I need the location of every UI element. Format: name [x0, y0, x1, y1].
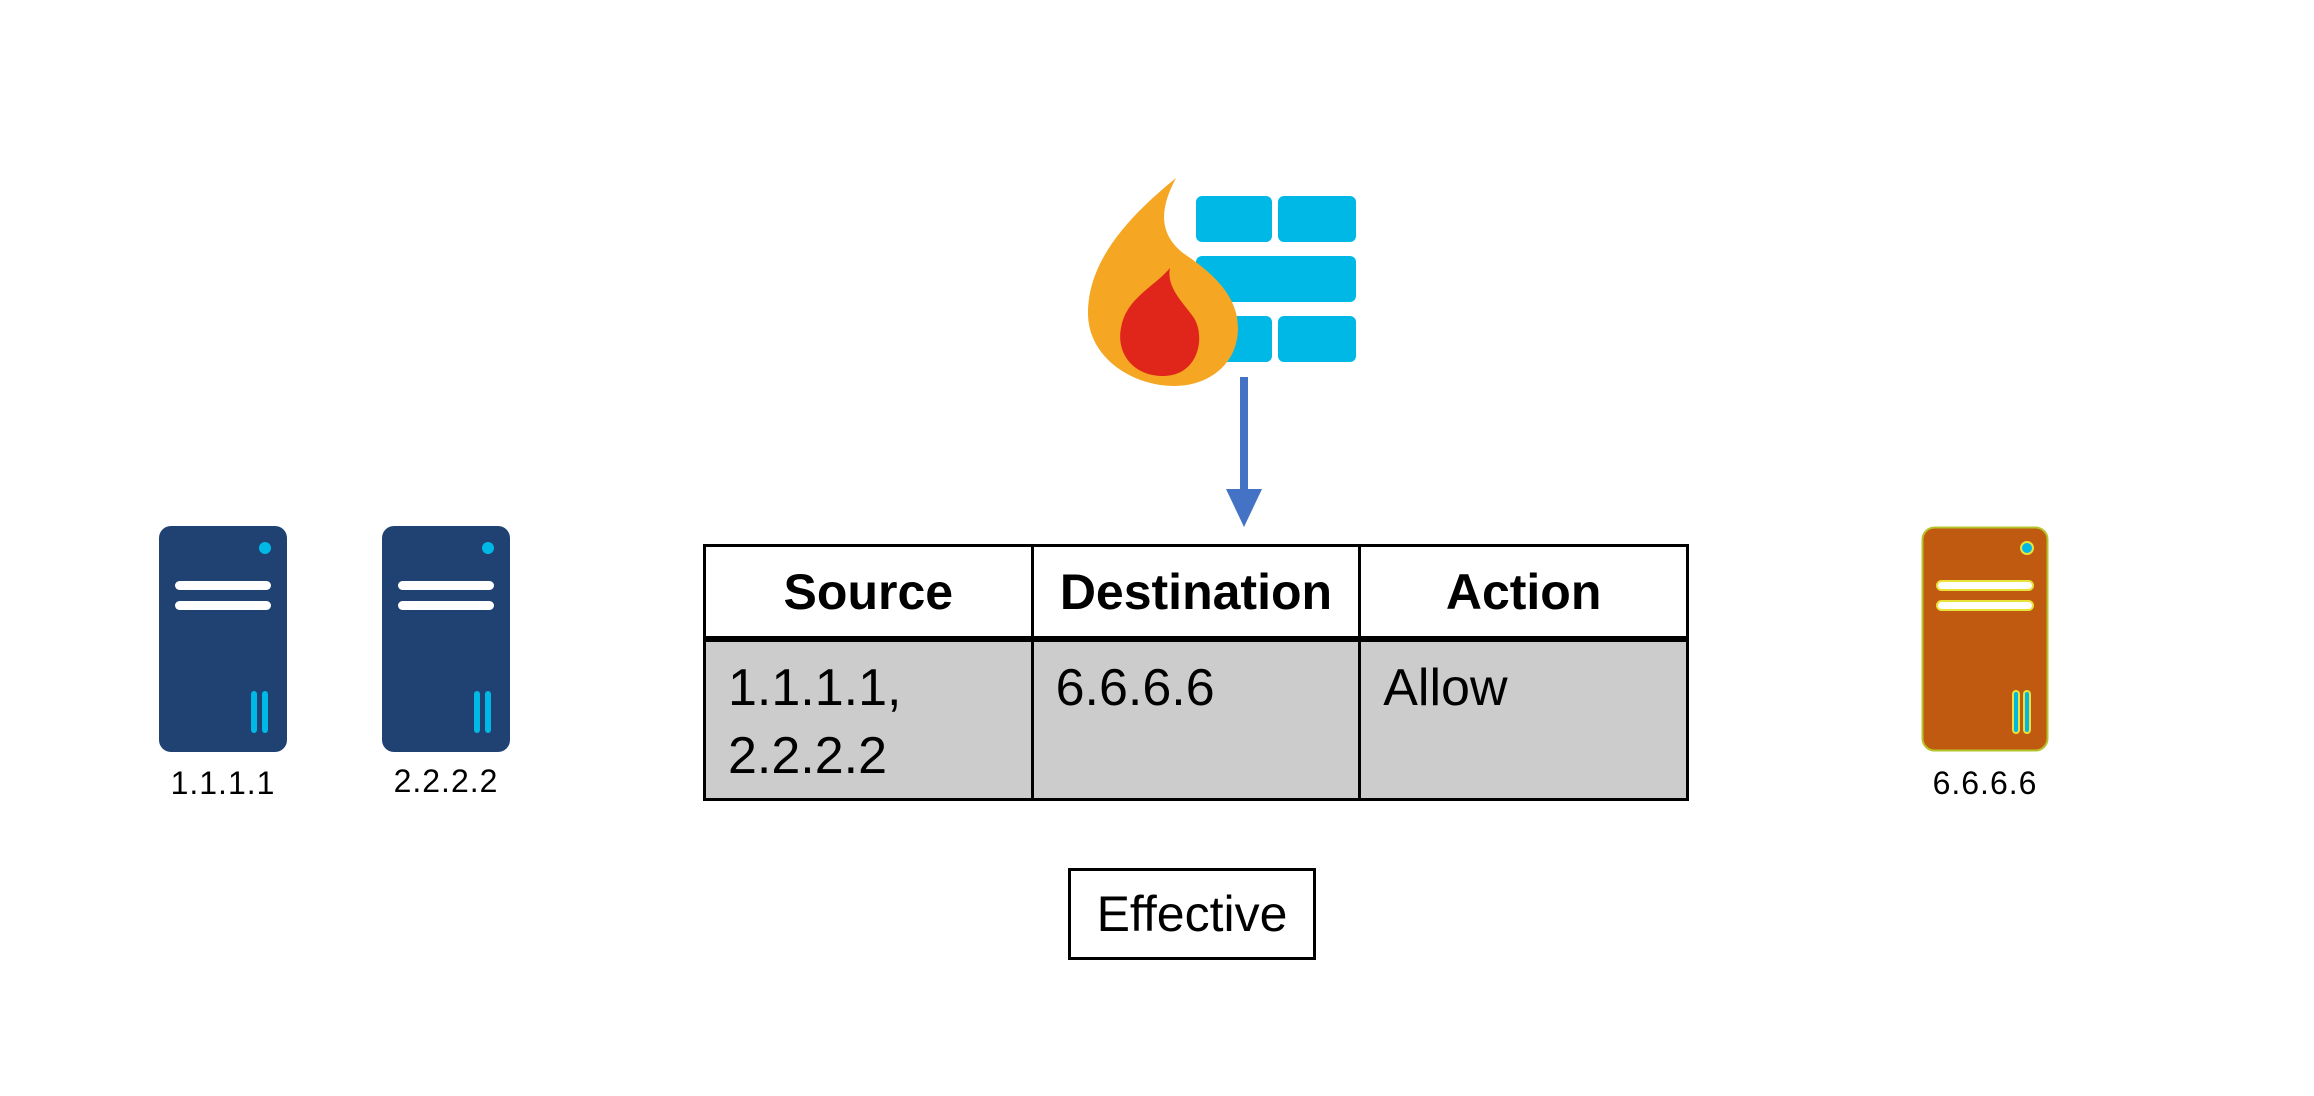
cell-source: 1.1.1.1, 2.2.2.2	[703, 637, 1034, 801]
server-icon	[382, 526, 510, 752]
cell-action: Allow	[1358, 637, 1689, 801]
server-label-right: 6.6.6.6	[1932, 765, 2038, 801]
table-header-row: Source Destination Action	[703, 544, 1689, 642]
down-arrow-icon	[1226, 377, 1262, 527]
effective-status-box: Effective	[1068, 868, 1316, 960]
table-row: 1.1.1.1, 2.2.2.2 6.6.6.6 Allow	[703, 637, 1689, 801]
header-source: Source	[703, 544, 1034, 642]
header-action: Action	[1358, 544, 1689, 642]
cell-action-value: Allow	[1383, 659, 1508, 717]
cell-source-line-1: 1.1.1.1,	[728, 659, 902, 717]
effective-label: Effective	[1096, 886, 1288, 942]
server-2-2-2-2	[382, 526, 510, 752]
firewall-icon	[1088, 178, 1358, 388]
server-6-6-6-6	[1921, 526, 2049, 752]
cell-destination: 6.6.6.6	[1030, 637, 1362, 801]
server-label-left-1: 1.1.1.1	[170, 765, 276, 801]
server-icon	[1921, 526, 2049, 752]
server-label-left-2: 2.2.2.2	[393, 763, 499, 799]
cell-destination-value: 6.6.6.6	[1055, 659, 1215, 717]
firewall-rule-table: Source Destination Action 1.1.1.1, 2.2.2…	[703, 544, 1689, 801]
cell-source-line-2: 2.2.2.2	[728, 727, 888, 785]
server-1-1-1-1	[159, 526, 287, 752]
server-icon	[159, 526, 287, 752]
header-destination: Destination	[1030, 544, 1362, 642]
